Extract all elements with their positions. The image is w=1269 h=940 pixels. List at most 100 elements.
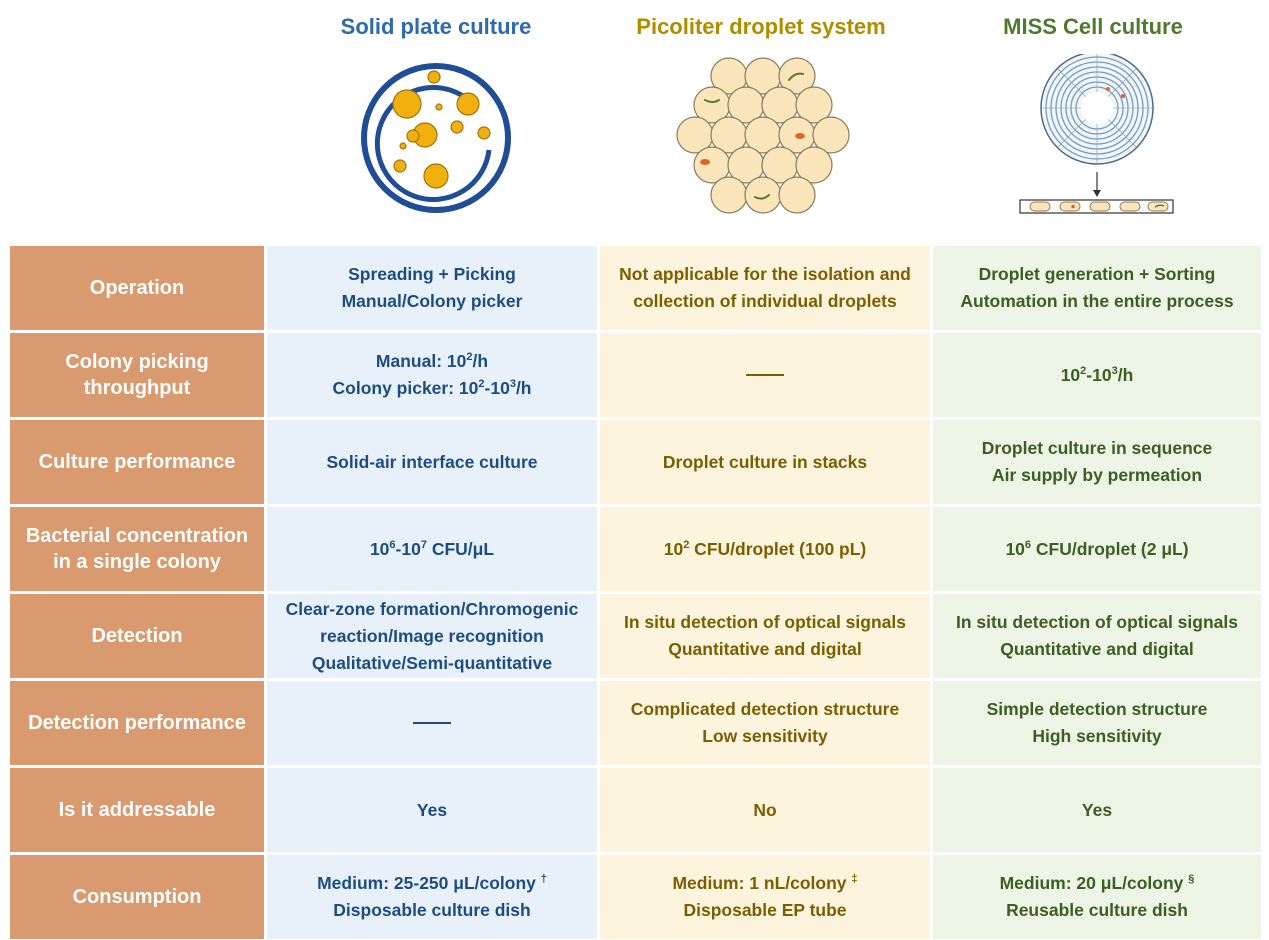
tube-droplet [1147,201,1169,212]
tube-droplet [1119,201,1141,212]
row-header-label: Is it addressable [58,799,216,821]
text-part: Medium: 1 nL/colony [672,873,852,893]
cell-line: Solid-air interface culture [326,451,538,472]
cell-line: In situ detection of optical signals [956,612,1238,632]
rod-bacterium [704,99,720,103]
cell-line: Manual/Colony picker [341,291,523,311]
cell-line: Yes [1081,799,1113,820]
text-part: 10 [1005,538,1025,559]
superscript: 2 [478,378,485,391]
cell-line: Droplet culture in sequence [981,438,1213,458]
superscript: 2 [466,351,473,364]
cell-line: Medium: 20 μL/colony § [1000,870,1195,897]
superscript: 6 [1024,538,1032,551]
text-part: -10 [484,378,510,398]
petri-dish-inner-rim [374,85,492,202]
droplet-stack-illustration [676,57,850,214]
text-part: 10 [663,538,684,559]
superscript: ‡ [851,873,858,886]
cell-line: 102 CFU/droplet (100 pL) [664,536,867,563]
cell-line: Clear-zone formation/Chromogenic [285,598,579,619]
cocci-bacterium [700,159,710,165]
cell-line: Yes [416,799,448,820]
table-cell: Medium: 25-250 μL/colony †Disposable cul… [267,855,597,939]
droplet [795,146,833,184]
cell-line: Automation in the entire process [960,291,1234,311]
row-header-label: Detection [91,625,183,647]
droplet [812,116,850,154]
cell-line: In situ detection of optical signals [624,612,906,632]
cell-line: 106-107 CFU/μL [370,536,494,563]
text-part: Colony picker: 10 [332,378,479,398]
text-part: CFU/μL [426,538,495,559]
text-part: Medium: 25-250 μL/colony [317,873,541,893]
superscript: 7 [420,538,427,551]
colony [392,89,422,119]
text-part: /h [1117,364,1134,385]
colony [399,142,407,150]
cell-line: Low sensitivity [702,726,828,746]
droplet [778,176,816,214]
table-cell: No [600,768,930,852]
text-part: CFU/droplet (100 pL) [689,538,867,559]
row-header: Culture performance [10,420,264,504]
tube-droplet [1029,201,1051,212]
row-header: Is it addressable [10,768,264,852]
cell-line: 102-103/h [1061,362,1134,389]
row-header: Consumption [10,855,264,939]
petri-dish-illustration [361,63,511,213]
colony [423,163,449,189]
arrow-head [1093,190,1101,197]
table-cell [600,333,930,417]
tube-droplet [1059,201,1081,212]
text-part: Medium: 20 μL/colony [999,873,1189,893]
cell-line: Simple detection structure [986,699,1208,719]
row-header: Detection [10,594,264,678]
cell-line: Qualitative/Semi-quantitative [311,652,553,673]
colony [450,120,464,134]
empty-dash [413,722,451,724]
rod-bacterium [788,72,804,81]
table-cell: Medium: 20 μL/colony §Reusable culture d… [933,855,1261,939]
empty-dash [746,374,784,376]
cell-line: Quantitative and digital [1000,639,1194,659]
petri-dish-outer-rim [361,63,511,213]
cell-line: collection of individual droplets [633,291,897,311]
cell-line: No [753,799,777,820]
cell-line: Manual: 102/h [376,348,488,375]
colony [456,92,480,116]
cell-line: Disposable EP tube [683,900,847,920]
table-cell: 106 CFU/droplet (2 μL) [933,507,1261,591]
cocci-bacterium [795,133,805,139]
droplet [710,176,748,214]
cell-line: Droplet generation + Sorting [978,264,1216,284]
row-header: Detection performance [10,681,264,765]
cell-line: Complicated detection structure [630,699,900,719]
miss-cell-illustration [1019,54,1174,214]
row-header: Colony picking throughput [10,333,264,417]
row-header-label: Culture performance [38,451,236,473]
text-part: /h [515,378,532,398]
cell-line: Disposable culture dish [333,900,531,920]
cell-line: Air supply by permeation [991,465,1203,485]
superscript: 6 [389,538,396,551]
table-cell: 102 CFU/droplet (100 pL) [600,507,930,591]
cell-line: Droplet culture in stacks [662,451,868,472]
superscript: § [1188,873,1195,886]
table-cell: Yes [933,768,1261,852]
row-header-label: Consumption [72,886,202,908]
title-miss-cell: MISS Cell culture [1003,14,1183,39]
table-cell: 102-103/h [933,333,1261,417]
droplet [744,176,782,214]
superscript: 2 [683,538,690,551]
title-picoliter-droplet: Picoliter droplet system [636,14,886,39]
row-header: Operation [10,246,264,330]
text-part: CFU/droplet (2 μL) [1031,538,1189,559]
cell-line: High sensitivity [1032,726,1162,746]
table-cell: Medium: 1 nL/colony ‡ Disposable EP tube [600,855,930,939]
